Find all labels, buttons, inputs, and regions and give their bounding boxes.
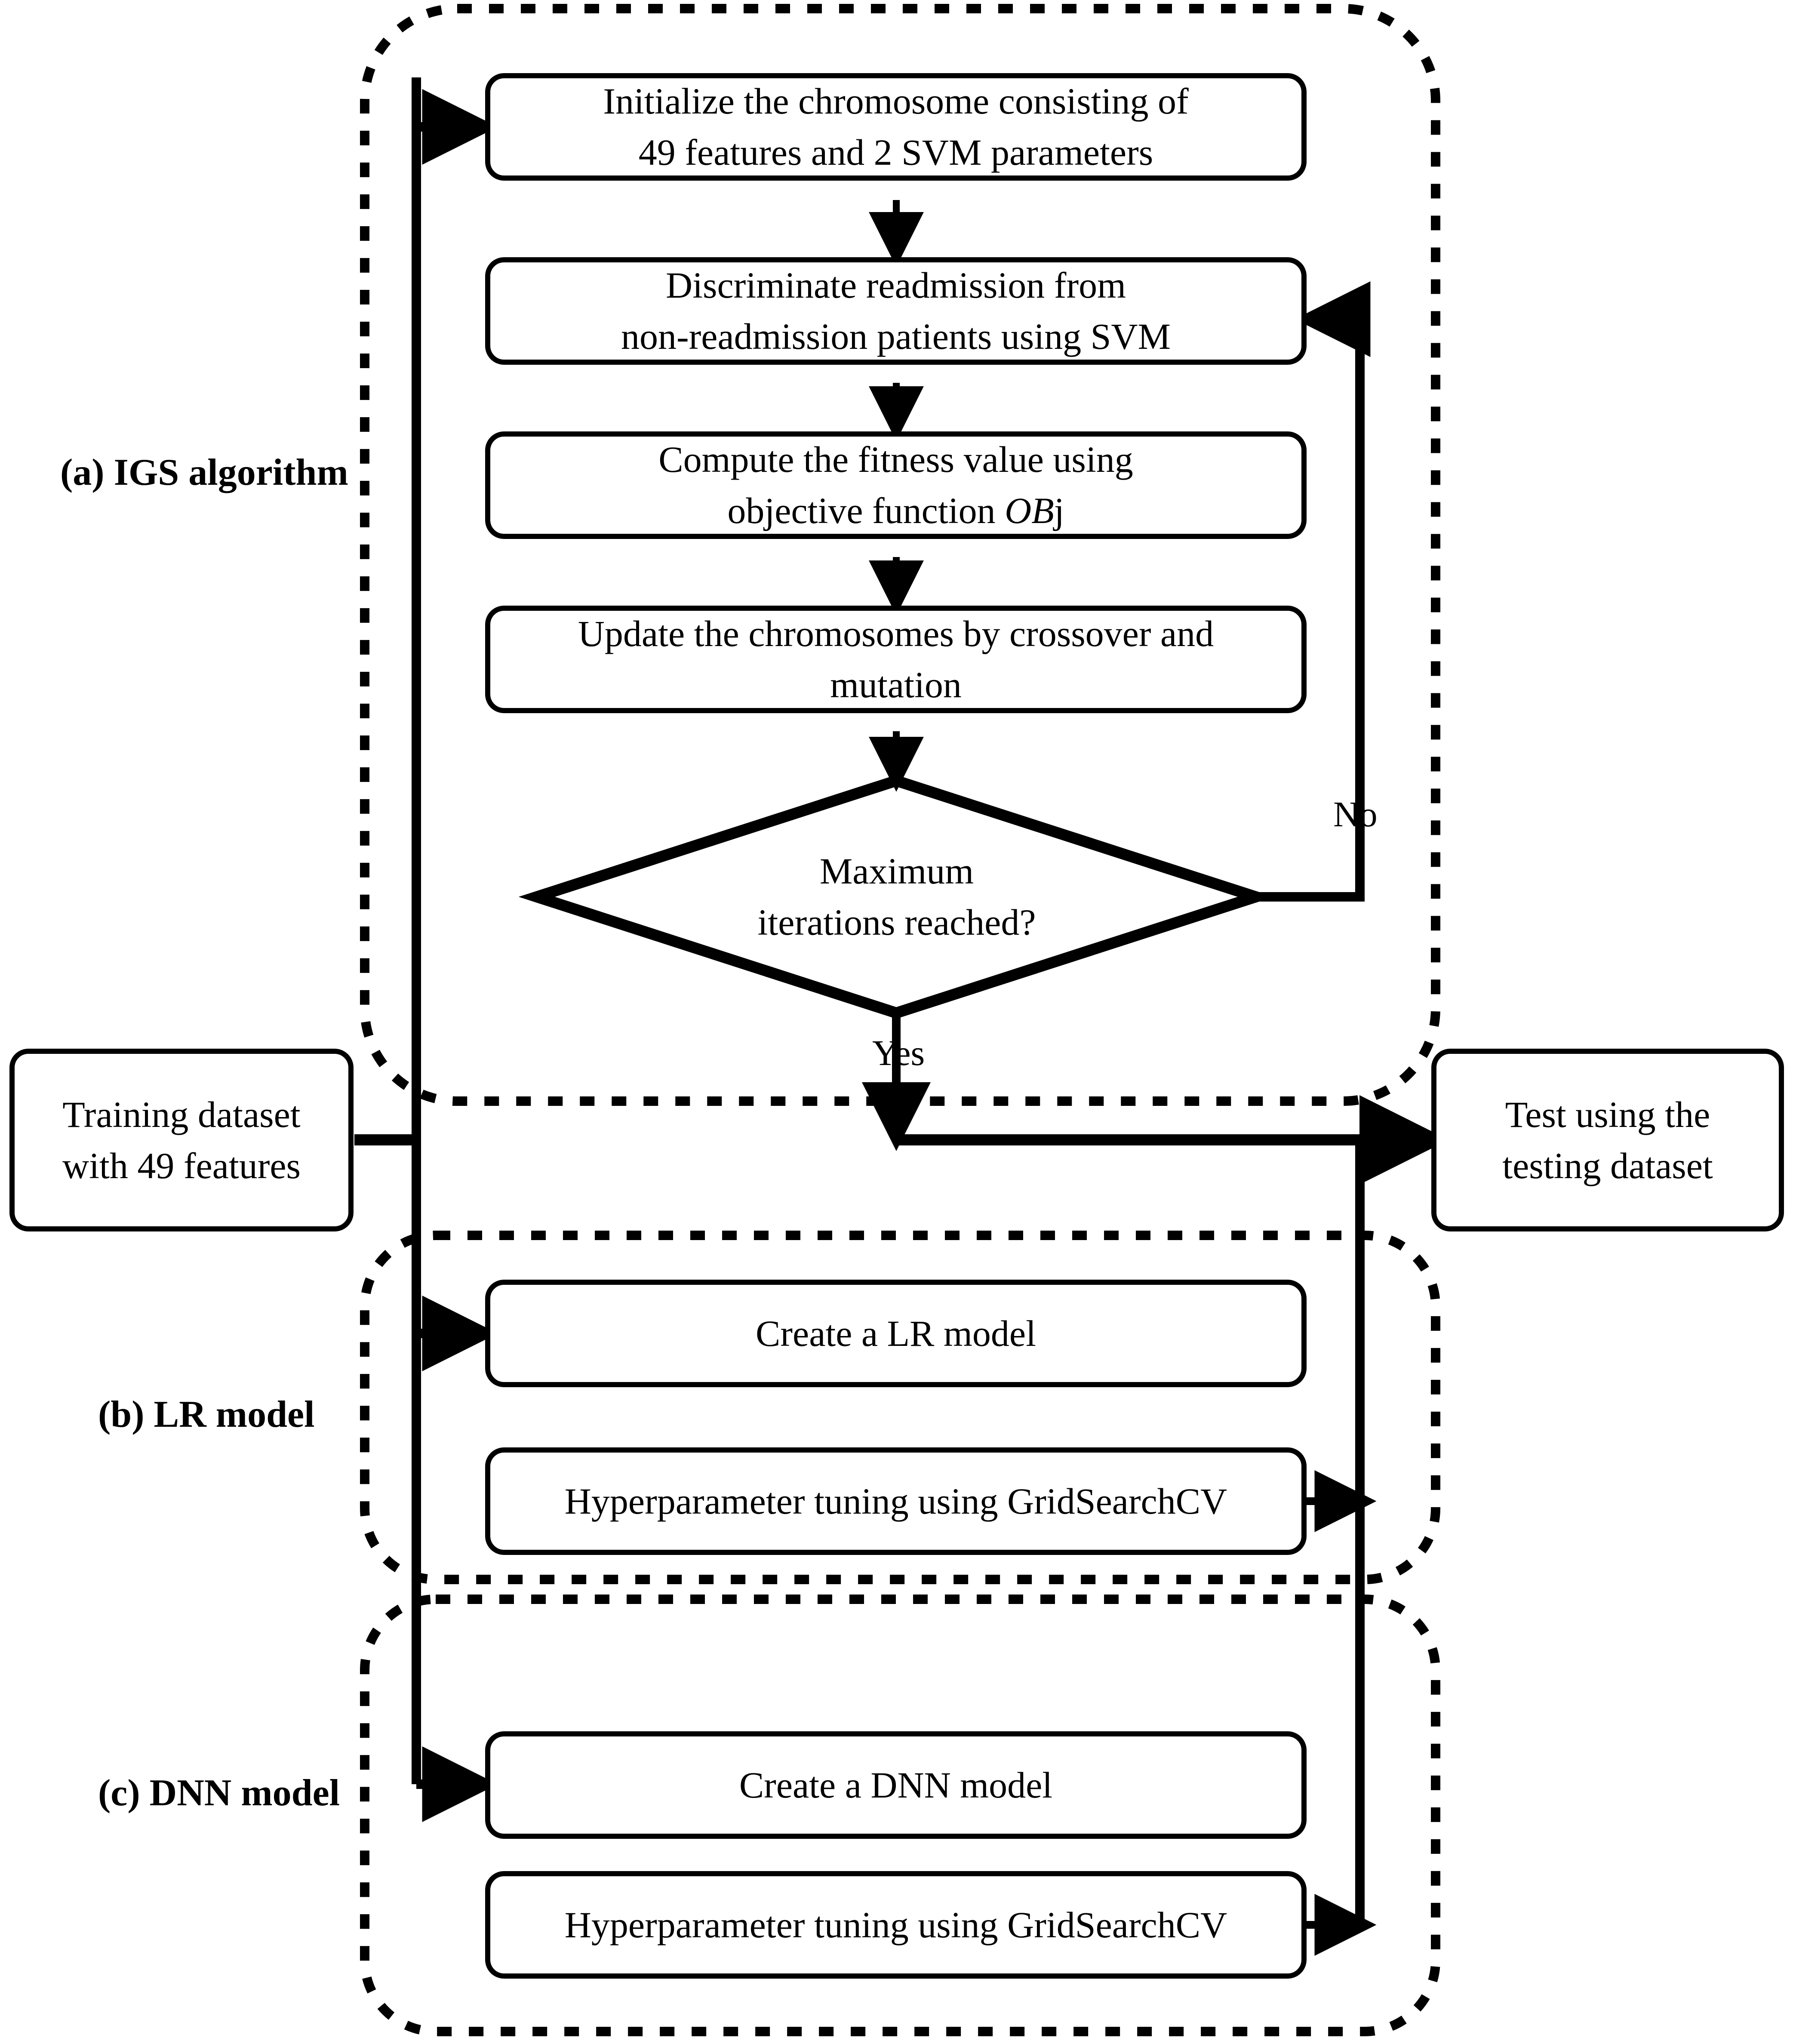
edge-label-no: No: [1333, 794, 1378, 834]
fitness-prefix: Compute the fitness value using objectiv…: [658, 439, 1133, 531]
no-feedback-path: [1256, 281, 1371, 902]
group-label-lr: (b) LR model: [98, 1394, 315, 1435]
node-create-lr-model[interactable]: Create a LR model: [485, 1280, 1307, 1387]
dnn-group-border: [360, 1595, 1440, 2036]
group-label-dnn: (c) DNN model: [98, 1772, 340, 1814]
lr-group-border: [360, 1231, 1440, 1584]
fitness-suffix-j: j: [1054, 490, 1064, 531]
node-compute-fitness[interactable]: Compute the fitness value using objectiv…: [485, 431, 1307, 539]
node-test-dataset[interactable]: Test using the testing dataset: [1431, 1049, 1784, 1231]
node-create-dnn-model[interactable]: Create a DNN model: [485, 1731, 1307, 1839]
group-label-igs: (a) IGS algorithm: [60, 452, 348, 493]
edge-label-yes: Yes: [872, 1033, 925, 1073]
node-initialize[interactable]: Initialize the chromosome consisting of …: [485, 73, 1307, 181]
node-tune-lr-gridsearchcv[interactable]: Hyperparameter tuning using GridSearchCV: [485, 1447, 1307, 1555]
fitness-italic-ob: OB: [1005, 490, 1054, 531]
node-decision-label: Maximum iterations reached?: [757, 850, 1036, 943]
fitness-text-line: Compute the fitness value using objectiv…: [658, 434, 1133, 536]
node-update-chromosomes[interactable]: Update the chromosomes by crossover and …: [485, 606, 1307, 713]
node-discriminate[interactable]: Discriminate readmission from non-readmi…: [485, 257, 1307, 365]
decision-diamond: [518, 775, 1274, 1019]
node-tune-dnn-gridsearchcv[interactable]: Hyperparameter tuning using GridSearchCV: [485, 1871, 1307, 1979]
node-training-dataset[interactable]: Training dataset with 49 features: [9, 1049, 354, 1231]
